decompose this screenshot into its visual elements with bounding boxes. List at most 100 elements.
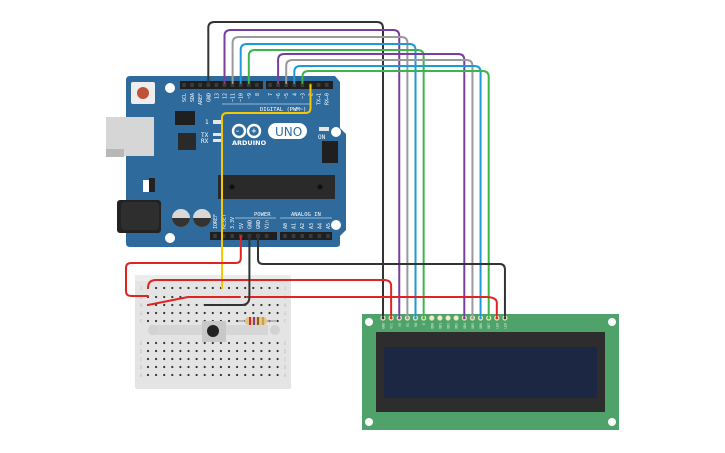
breadboard-hole[interactable] <box>195 349 198 353</box>
breadboard-hole[interactable] <box>155 365 158 369</box>
header-pin[interactable] <box>198 83 202 87</box>
header-pin[interactable] <box>206 83 211 87</box>
breadboard-hole[interactable] <box>211 365 214 369</box>
header-pin[interactable] <box>300 83 305 87</box>
breadboard-hole[interactable] <box>203 311 206 315</box>
breadboard-hole[interactable] <box>179 373 182 377</box>
breadboard-hole[interactable] <box>276 311 279 315</box>
breadboard-hole[interactable] <box>163 373 166 377</box>
breadboard-hole[interactable] <box>195 357 198 361</box>
header-pin[interactable] <box>326 234 330 238</box>
breadboard-hole[interactable] <box>187 319 190 323</box>
breadboard-hole[interactable] <box>227 286 231 290</box>
breadboard-hole[interactable] <box>179 365 182 369</box>
breadboard-hole[interactable] <box>276 365 279 369</box>
breadboard-hole[interactable] <box>268 303 271 307</box>
header-pin[interactable] <box>309 234 313 238</box>
breadboard-hole[interactable] <box>155 349 158 353</box>
breadboard-hole[interactable] <box>179 286 182 290</box>
breadboard-hole[interactable] <box>236 286 239 290</box>
breadboard-hole[interactable] <box>163 319 166 323</box>
wire-gnd-breadboard[interactable] <box>204 235 251 306</box>
header-pin[interactable] <box>190 83 194 87</box>
breadboard-hole[interactable] <box>252 341 255 345</box>
breadboard-hole[interactable] <box>179 349 182 353</box>
breadboard-hole[interactable] <box>227 357 231 361</box>
wire-rail-lcd15[interactable] <box>246 296 498 317</box>
header-pin[interactable] <box>255 83 259 87</box>
breadboard-hole[interactable] <box>260 311 263 315</box>
breadboard-hole[interactable] <box>260 349 263 353</box>
breadboard-hole[interactable] <box>179 303 182 307</box>
breadboard-hole[interactable] <box>227 319 231 323</box>
breadboard-hole[interactable] <box>236 373 239 377</box>
breadboard-hole[interactable] <box>219 311 222 315</box>
breadboard-hole[interactable] <box>211 341 214 345</box>
breadboard-hole[interactable] <box>236 311 239 315</box>
breadboard-hole[interactable] <box>260 286 263 290</box>
breadboard-hole[interactable] <box>252 303 255 307</box>
breadboard-hole[interactable] <box>171 295 174 299</box>
breadboard-hole[interactable] <box>163 349 166 353</box>
breadboard-hole[interactable] <box>171 319 174 323</box>
breadboard-hole[interactable] <box>187 286 190 290</box>
header-pin[interactable] <box>291 234 296 238</box>
breadboard-hole[interactable] <box>146 373 150 377</box>
breadboard-hole[interactable] <box>276 357 279 361</box>
breadboard-hole[interactable] <box>179 357 182 361</box>
breadboard-hole[interactable] <box>268 365 271 369</box>
breadboard-hole[interactable] <box>227 373 231 377</box>
breadboard-hole[interactable] <box>211 286 214 290</box>
header-pin[interactable] <box>238 83 243 87</box>
wire-d10-lcd5[interactable] <box>239 43 417 317</box>
wire-d11-lcd4[interactable] <box>231 36 409 317</box>
breadboard-hole[interactable] <box>163 303 166 307</box>
breadboard-hole[interactable] <box>155 286 158 290</box>
reset-button[interactable] <box>137 87 149 99</box>
breadboard-hole[interactable] <box>236 341 239 345</box>
breadboard-hole[interactable] <box>163 286 166 290</box>
breadboard-hole[interactable] <box>203 373 206 377</box>
breadboard-hole[interactable] <box>187 373 190 377</box>
breadboard-hole[interactable] <box>203 341 206 345</box>
breadboard-hole[interactable] <box>171 286 174 290</box>
pushbutton-cap[interactable] <box>207 325 219 337</box>
breadboard-hole[interactable] <box>171 341 174 345</box>
header-pin[interactable] <box>276 83 280 87</box>
breadboard-hole[interactable] <box>187 311 190 315</box>
breadboard-hole[interactable] <box>211 357 214 361</box>
breadboard-hole[interactable] <box>163 311 166 315</box>
breadboard-hole[interactable] <box>187 349 190 353</box>
breadboard-hole[interactable] <box>171 311 174 315</box>
breadboard-hole[interactable] <box>219 357 222 361</box>
breadboard-hole[interactable] <box>146 311 150 315</box>
breadboard-hole[interactable] <box>211 349 214 353</box>
breadboard-hole[interactable] <box>227 341 231 345</box>
breadboard-hole[interactable] <box>146 357 150 361</box>
breadboard-hole[interactable] <box>268 311 271 315</box>
breadboard-hole[interactable] <box>244 341 247 345</box>
breadboard-hole[interactable] <box>260 341 263 345</box>
breadboard-hole[interactable] <box>187 357 190 361</box>
breadboard-hole[interactable] <box>163 357 166 361</box>
header-pin[interactable] <box>283 234 287 238</box>
breadboard-hole[interactable] <box>187 341 190 345</box>
breadboard-hole[interactable] <box>146 341 150 345</box>
wire-d2-breadboard[interactable] <box>221 84 312 289</box>
breadboard-hole[interactable] <box>260 365 263 369</box>
breadboard-hole[interactable] <box>203 349 206 353</box>
breadboard-hole[interactable] <box>244 286 247 290</box>
header-pin[interactable] <box>221 234 226 238</box>
breadboard-hole[interactable] <box>252 286 255 290</box>
breadboard-hole[interactable] <box>227 349 231 353</box>
breadboard-hole[interactable] <box>276 349 279 353</box>
breadboard-hole[interactable] <box>252 311 255 315</box>
breadboard-hole[interactable] <box>268 357 271 361</box>
breadboard-hole[interactable] <box>252 357 255 361</box>
wire-gnd-lcd1[interactable] <box>207 21 384 317</box>
wire-d12-lcd3[interactable] <box>223 29 401 317</box>
wire-5v-breadboard[interactable] <box>125 235 242 297</box>
breadboard-hole[interactable] <box>146 349 150 353</box>
